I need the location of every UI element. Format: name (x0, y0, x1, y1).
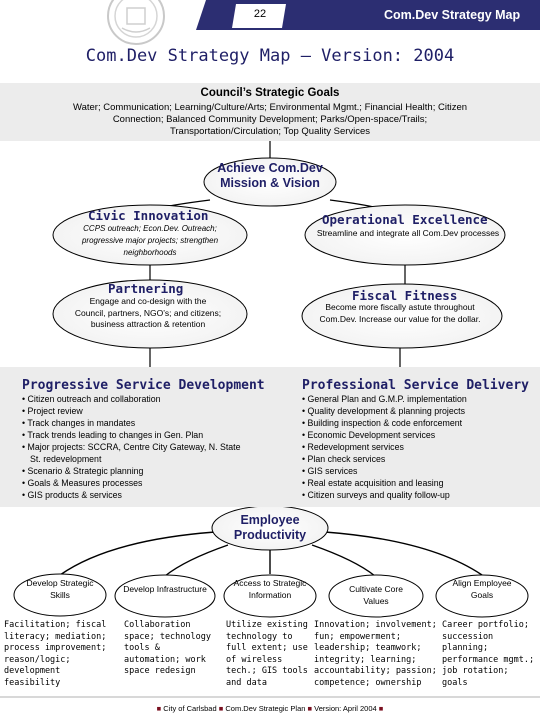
council-goals-text: Water; Communication; Learning/Culture/A… (72, 102, 468, 137)
footer-bullet-icon: ■ (378, 704, 384, 713)
branch-label-strategic-information: Access to Strategic Information (233, 578, 307, 600)
council-goals-title: Council’s Strategic Goals (200, 87, 340, 99)
page-title: Com.Dev Strategy Map – Version: 2004 (85, 46, 455, 66)
footer-bullet-icon: ■ (307, 704, 313, 713)
branch-label-core-values: Cultivate Core Values (349, 584, 403, 606)
progressive-service-list: Citizen outreach and collaboration Proje… (22, 393, 252, 501)
footer-version: Version: April 2004 (314, 704, 377, 713)
mission-vision-oval: Achieve Com.Dev Mission & Vision (217, 161, 323, 190)
branch-label-infrastructure: Develop Infrastructure (123, 584, 207, 594)
branch-detail-strategic-information: Utilize existing technology to full exte… (226, 620, 308, 688)
branch-detail-employee-goals: Career portfolio; succession planning; p… (442, 620, 535, 688)
header-title: Com.Dev Strategy Map (384, 8, 521, 22)
city-seal-icon (92, 0, 180, 46)
civic-innovation-title: Civic Innovation (88, 208, 209, 223)
branch-detail-core-values: Innovation; involvement; fun; empowermen… (314, 620, 437, 688)
list-item: Track trends leading to changes in Gen. … (22, 429, 252, 441)
list-item: Real estate acquisition and leasing (302, 477, 532, 489)
branch-label-strategic-skills: Develop Strategic Skills (26, 578, 94, 600)
council-goals-panel (0, 83, 540, 141)
operational-excellence-title: Operational Excellence (322, 212, 488, 227)
list-item: Plan check services (302, 453, 532, 465)
footer-doc: Com.Dev Strategic Plan (225, 704, 306, 713)
professional-service-list: General Plan and G.M.P. implementation Q… (302, 393, 532, 501)
header-bar (196, 0, 540, 34)
footer: ■ City of Carlsbad ■ Com.Dev Strategic P… (0, 704, 540, 713)
professional-service-title: Professional Service Delivery (302, 378, 529, 393)
list-item: Quality development & planning projects (302, 405, 532, 417)
list-item: Building inspection & code enforcement (302, 417, 532, 429)
operational-excellence-text: Streamline and integrate all Com.Dev pro… (316, 228, 500, 238)
civic-innovation-text: CCPS outreach; Econ.Dev. Outreach; progr… (81, 224, 219, 257)
list-item: Redevelopment services (302, 441, 532, 453)
list-item: GIS services (302, 465, 532, 477)
list-item: Scenario & Strategic planning (22, 465, 252, 477)
list-item: Major projects: SCCRA, Centre City Gatew… (22, 441, 252, 465)
list-item: Goals & Measures processes (22, 477, 252, 489)
partnering-text: Engage and co-design with the Council, p… (74, 296, 222, 329)
footer-bullet-icon: ■ (156, 704, 162, 713)
footer-bullet-icon: ■ (218, 704, 224, 713)
page-number: 22 (253, 8, 267, 20)
branch-detail-strategic-skills: Facilitation; fiscal literacy; mediation… (4, 620, 107, 688)
branch-detail-infrastructure: Collaboration space; technology tools & … (124, 620, 211, 676)
fiscal-fitness-title: Fiscal Fitness (352, 288, 458, 303)
progressive-service-title: Progressive Service Development (22, 378, 265, 393)
fiscal-fitness-text: Become more fiscally astute throughout C… (319, 302, 481, 324)
list-item: Project review (22, 405, 252, 417)
list-item: Citizen surveys and quality follow-up (302, 489, 532, 501)
partnering-title: Partnering (108, 281, 184, 296)
footer-org: City of Carlsbad (163, 704, 217, 713)
list-item: General Plan and G.M.P. implementation (302, 393, 532, 405)
branch-label-employee-goals: Align Employee Goals (452, 578, 512, 600)
list-item: Track changes in mandates (22, 417, 252, 429)
list-item: GIS products & services (22, 489, 252, 501)
employee-productivity-oval: Employee Productivity (233, 513, 307, 542)
list-item: Citizen outreach and collaboration (22, 393, 252, 405)
list-item: Economic Development services (302, 429, 532, 441)
